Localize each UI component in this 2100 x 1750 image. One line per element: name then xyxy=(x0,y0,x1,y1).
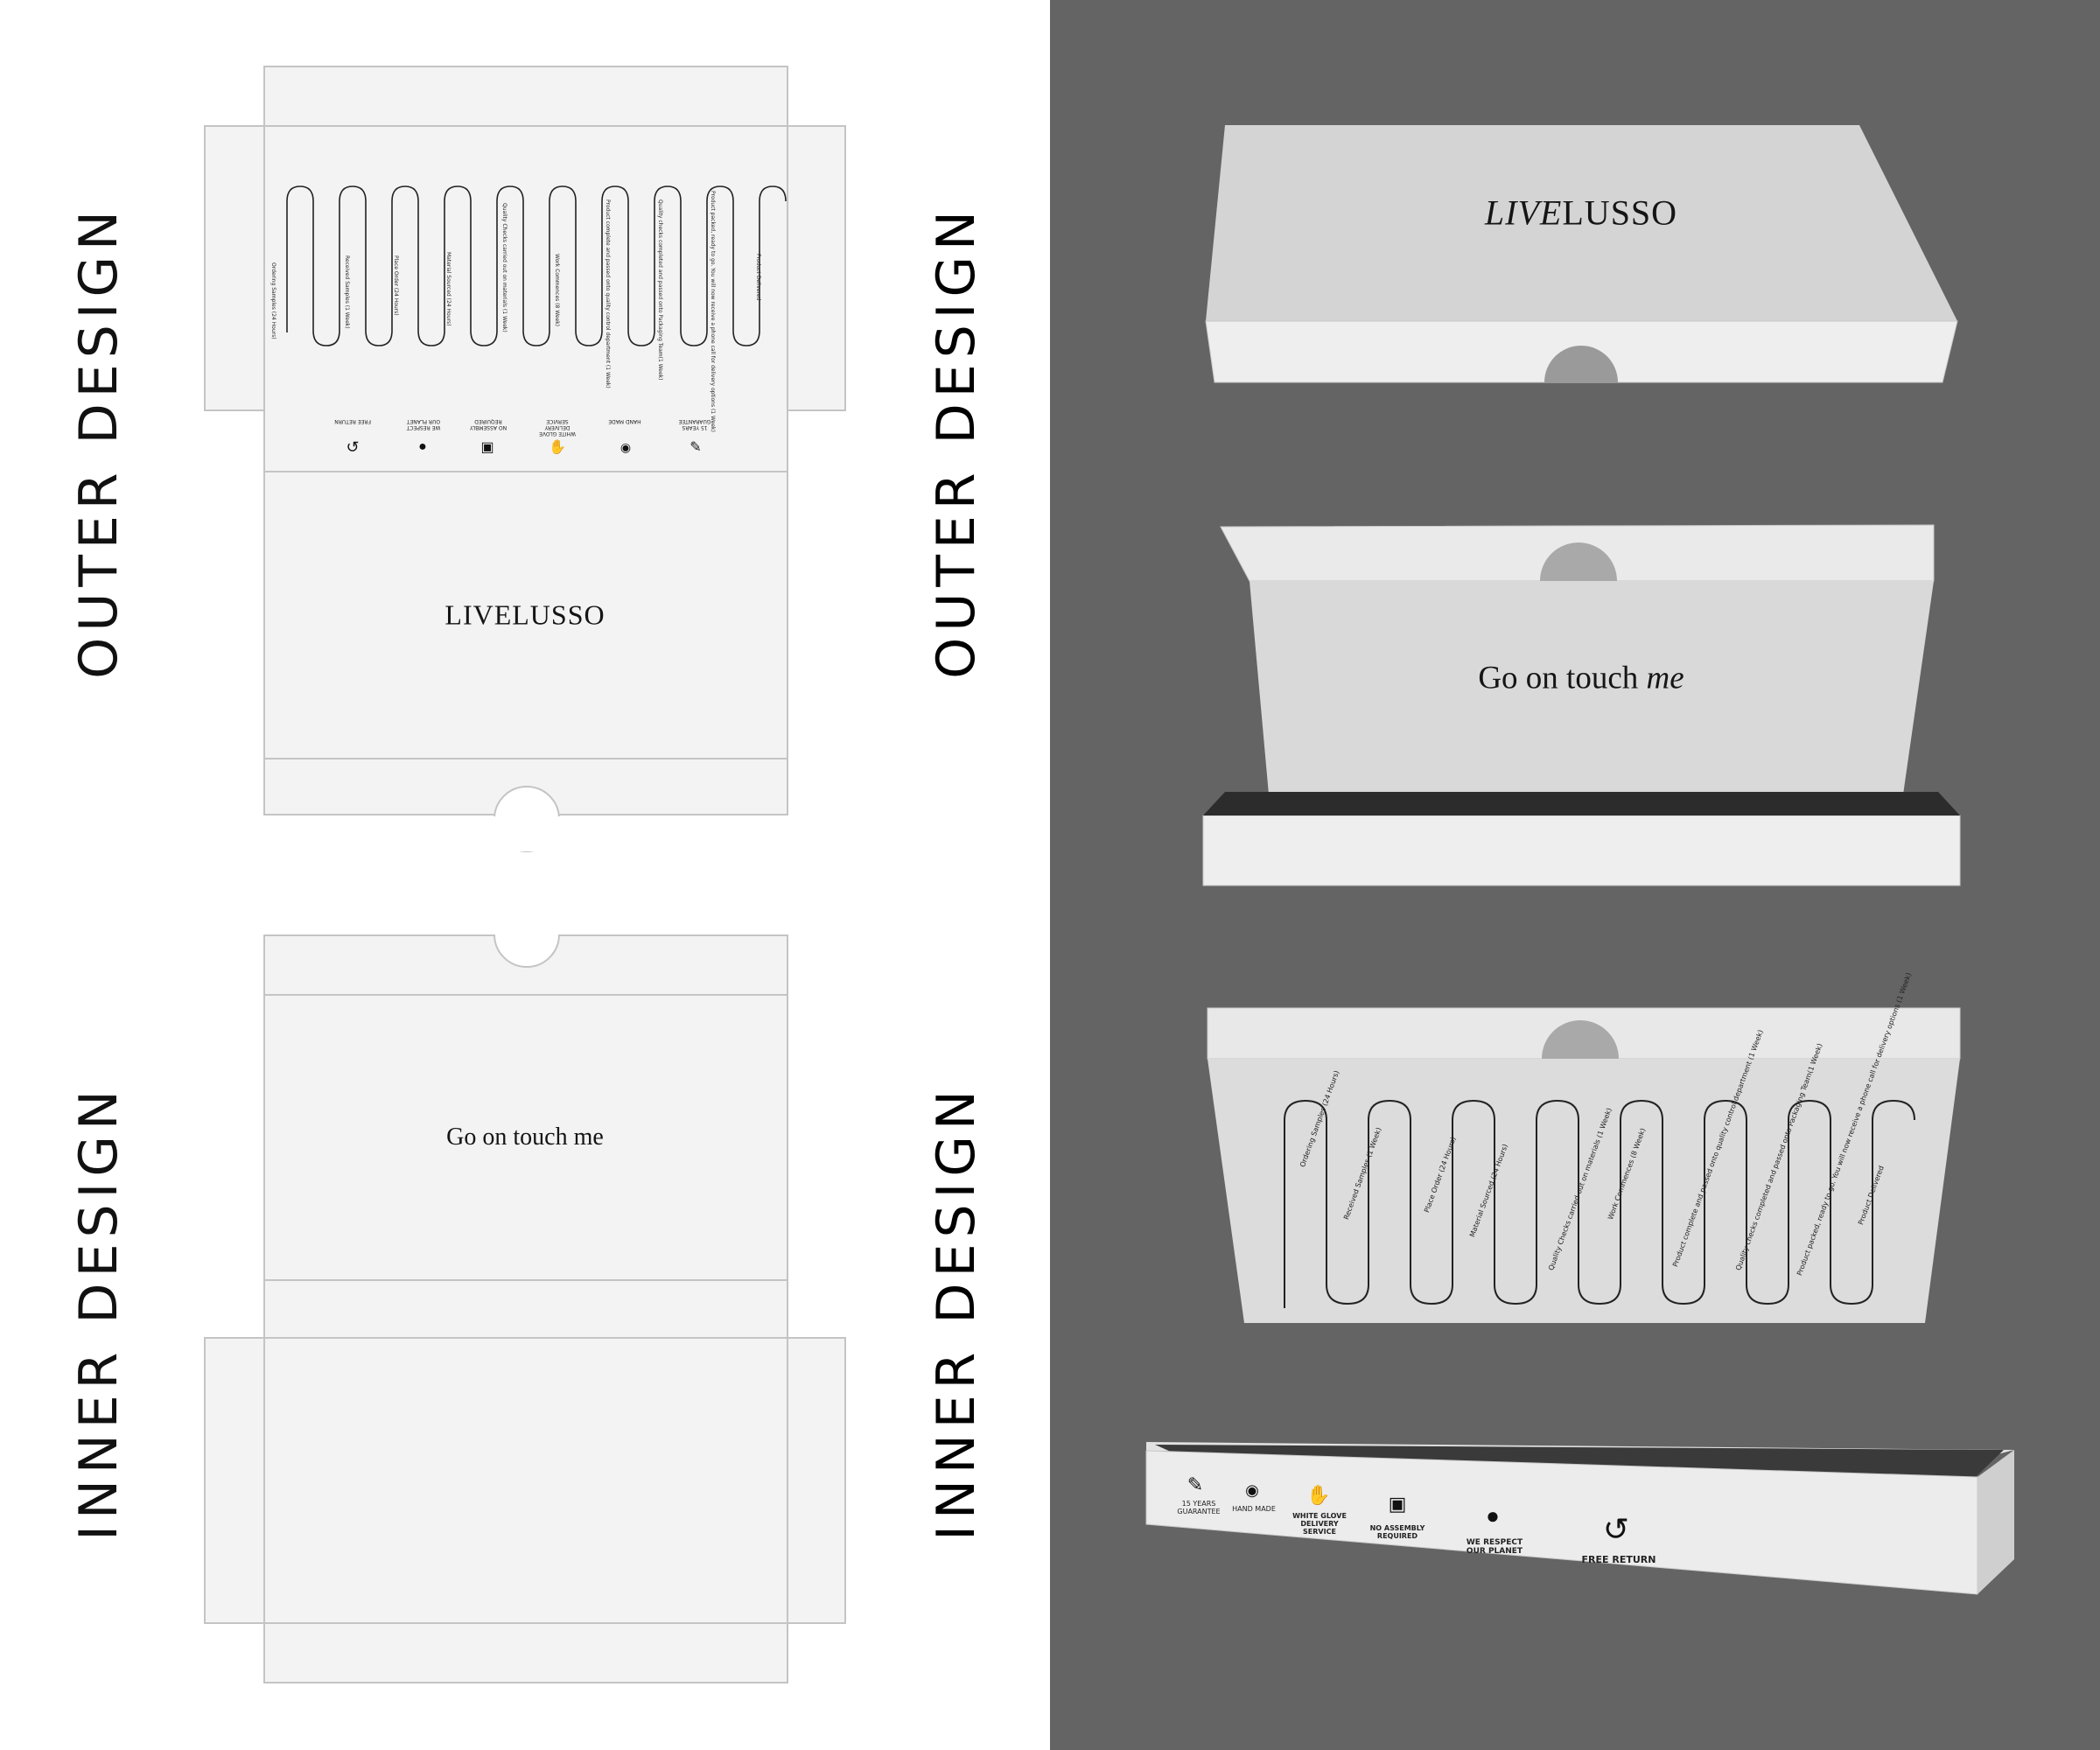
box-mockups xyxy=(1145,125,2014,1595)
flat-timeline-path xyxy=(286,186,787,346)
open-base-interior xyxy=(1203,792,1960,816)
glove-icon: ✋ xyxy=(1306,1484,1331,1506)
underside-inner xyxy=(1208,1059,1960,1323)
inner-design-label-right: INNER DESIGN xyxy=(926,1084,987,1541)
flat-timeline-label: Work Commences (8 Week) xyxy=(554,254,560,327)
flat-timeline-label: Quality Checks carried out on materials … xyxy=(501,203,508,332)
glove-icon: ✋ xyxy=(549,440,566,455)
flat-timeline-label: Received Samples (1 Week) xyxy=(344,256,350,329)
mockup-feature-label: WHITE GLOVE DELIVERY SERVICE xyxy=(1292,1512,1347,1536)
open-box-tagline: Go on touch me xyxy=(1478,660,1684,697)
puzzle-icon: ▣ xyxy=(480,440,494,455)
inner-notch-mask xyxy=(490,900,560,934)
flat-timeline-label: Product packed, ready to go. You will no… xyxy=(710,191,716,432)
inner-bottom-tab xyxy=(263,1622,788,1684)
flat-timeline-label: Material Sourced (24 Hours) xyxy=(445,252,452,326)
tagline-italic: me xyxy=(1646,660,1684,696)
flat-timeline-label: Product complete and passed onto quality… xyxy=(605,200,611,388)
open-base-front xyxy=(1202,815,1961,886)
dieline-panel: OUTER DESIGN INNER DESIGN LIVELUSSO FREE… xyxy=(68,66,846,1684)
outer-lid-fold-lines xyxy=(263,125,788,411)
outer-design-label-right: OUTER DESIGN xyxy=(926,205,987,679)
base-interior xyxy=(1155,1445,2004,1477)
outer-brand-text: LIVELUSSO xyxy=(444,598,606,631)
outer-top-tab xyxy=(263,66,788,127)
mockup-panel: OUTER DESIGN INNER DESIGN LIVELUSSO Go o… xyxy=(926,0,2100,1750)
mockup-feature-label: HAND MADE xyxy=(1232,1505,1276,1513)
hand-made-icon: ◉ xyxy=(620,439,632,454)
lid-brand-text: LIVELUSSO xyxy=(1485,192,1677,234)
return-arrow-icon: ↺ xyxy=(346,438,360,456)
open-lid-thumb-cut xyxy=(1540,542,1617,581)
flat-timeline-label: Ordering Samples (24 Hours) xyxy=(270,262,276,340)
return-arrow-icon: ↺ xyxy=(1602,1511,1630,1547)
lid-thumb-cut xyxy=(1544,346,1618,382)
mockup-feature-label: 15 YEARS GUARANTEE xyxy=(1177,1500,1221,1516)
hand-made-icon: ◉ xyxy=(1245,1480,1259,1499)
outer-base-panel xyxy=(263,471,788,760)
underside-timeline-path xyxy=(1284,1099,1915,1308)
globe-icon: ● xyxy=(418,439,427,454)
mockup-feature-label: NO ASSEMBLY REQUIRED xyxy=(1369,1524,1425,1540)
lid-top-face xyxy=(1206,125,1957,321)
ruler-icon: ✎ xyxy=(690,440,702,455)
lid-brand-italic: LIVE xyxy=(1484,192,1563,233)
inner-mid-strip xyxy=(263,1279,788,1339)
mockup-feature-label: FREE RETURN xyxy=(1581,1554,1656,1565)
open-lid-inner xyxy=(1250,581,1934,794)
mockup-feature-label: WE RESPECT OUR PLANET xyxy=(1466,1538,1523,1556)
tagline-plain: Go on touch xyxy=(1478,660,1647,696)
outer-lid-panel xyxy=(204,125,846,411)
flat-timeline-label: Place Order (24 Hours) xyxy=(393,256,399,316)
inner-lid-panel xyxy=(204,1337,846,1624)
puzzle-icon: ▣ xyxy=(1388,1493,1407,1515)
inner-design-label: INNER DESIGN xyxy=(68,1084,130,1541)
globe-icon: ● xyxy=(1486,1502,1500,1529)
inner-tagline-text: Go on touch me xyxy=(446,1124,604,1151)
base-short-side xyxy=(1978,1450,2014,1594)
outer-notch-mask xyxy=(490,816,560,851)
inner-lid-fold-lines xyxy=(263,1337,788,1624)
flat-timeline-label: Product Delivered xyxy=(755,254,761,301)
flat-timeline-label: Quality checks completed and passed onto… xyxy=(657,200,663,381)
underside-thumb-cut xyxy=(1542,1020,1619,1059)
ruler-icon: ✎ xyxy=(1186,1474,1204,1495)
inner-base-panel xyxy=(263,994,788,1281)
lid-brand-regular: LUSSO xyxy=(1562,192,1678,233)
